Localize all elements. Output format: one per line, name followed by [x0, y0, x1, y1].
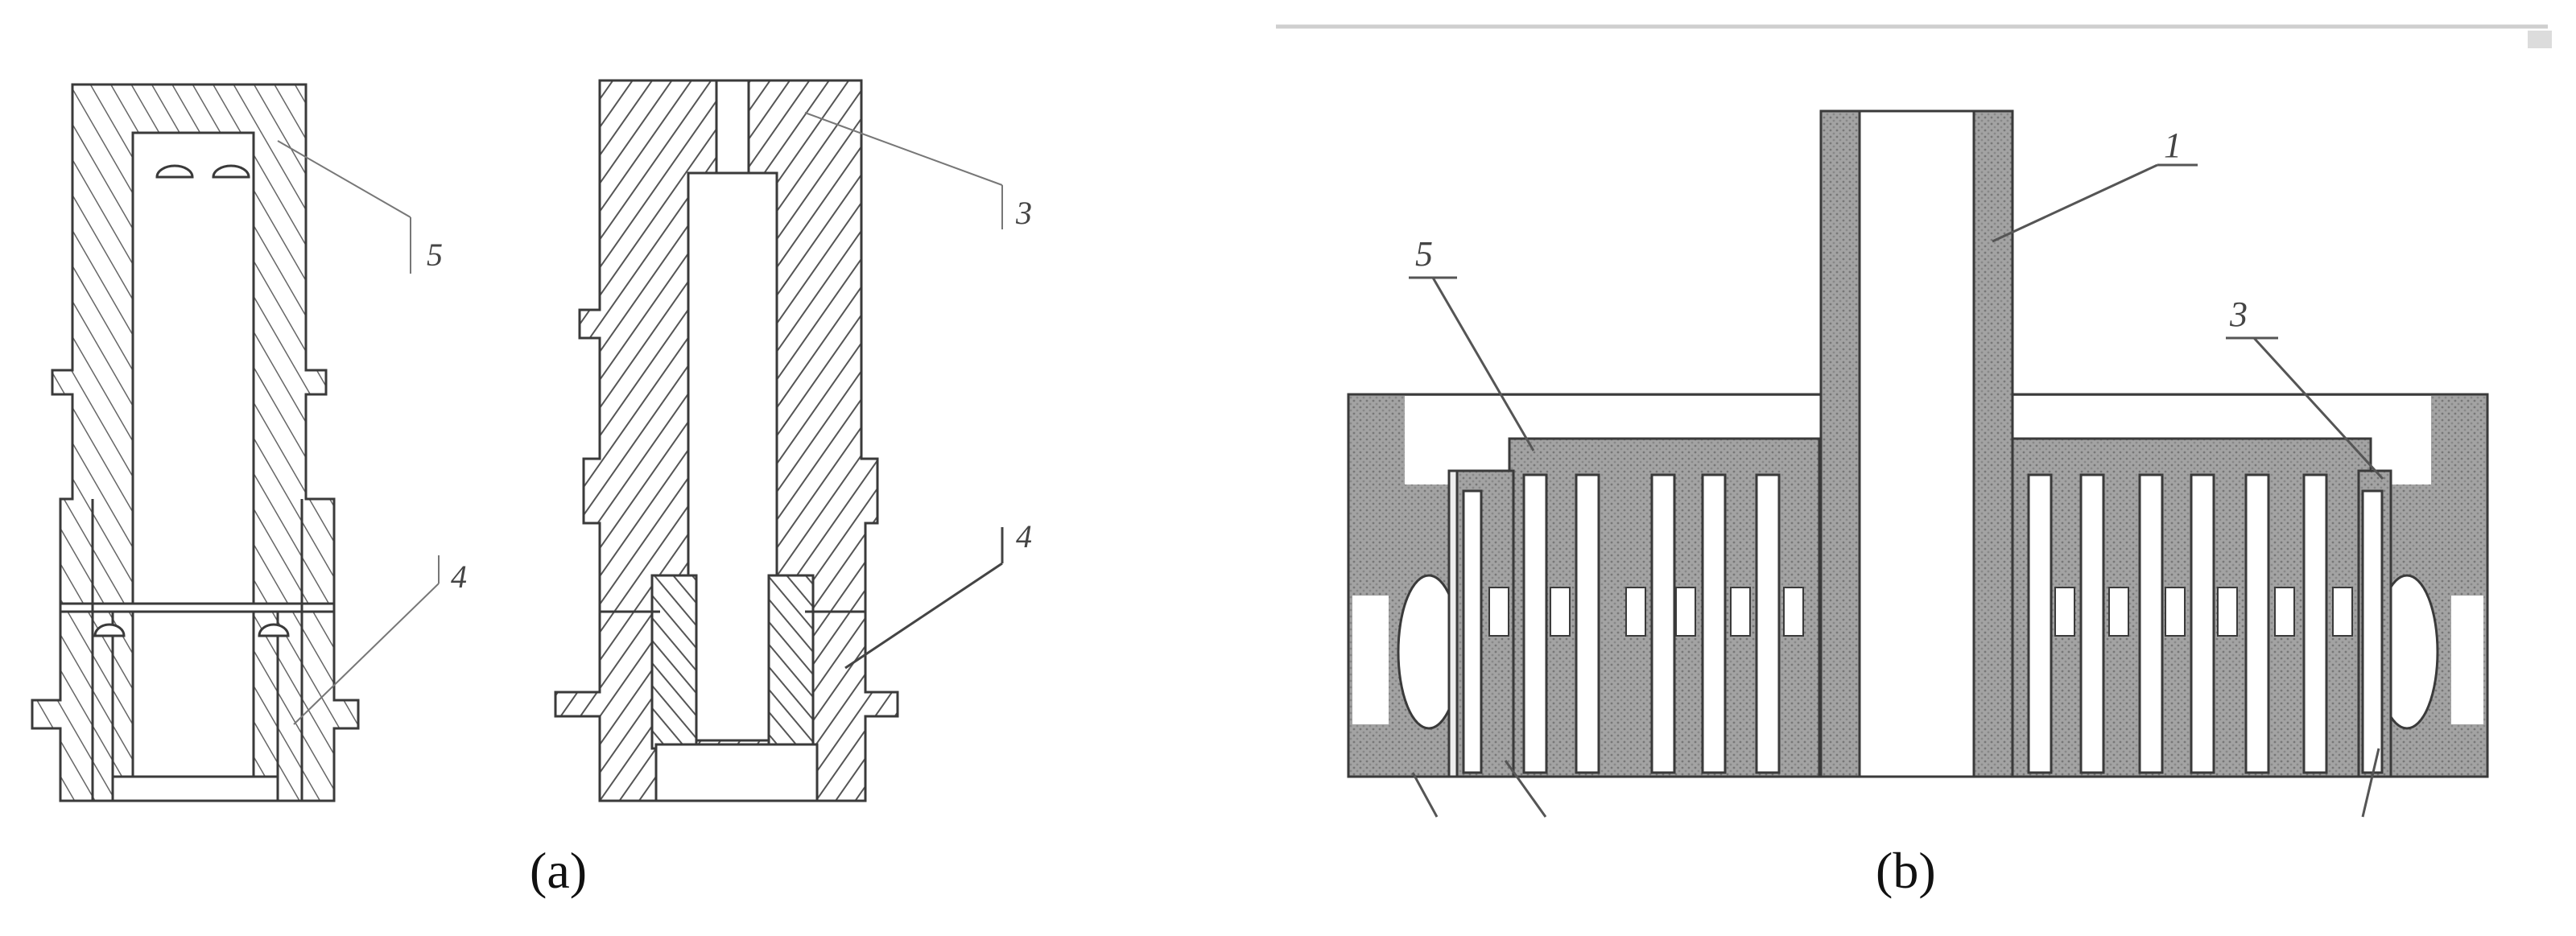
- panel-a-drawing: 5 4 3 4: [31, 79, 1032, 802]
- right-plunger-bank: [2011, 437, 2392, 778]
- caption-b: (b): [1876, 842, 1936, 899]
- part-a-right-cylinder: [554, 79, 899, 802]
- callout-b-5: [1409, 276, 1535, 452]
- callout-label-a-5: 5: [427, 237, 443, 273]
- left-plunger-bank: [1455, 437, 1821, 778]
- panel-b-corner-mark: [2528, 31, 2552, 48]
- callout-a-3: [804, 112, 1003, 229]
- callout-a-4b: [844, 527, 1004, 670]
- callout-a-5: [277, 140, 411, 274]
- callout-label-a-4: 4: [451, 559, 467, 595]
- callout-b-3: [2226, 336, 2384, 480]
- callout-label-b-3: 3: [2229, 295, 2248, 334]
- part-a-left-sleeve: [31, 83, 360, 802]
- right-plungers: [2027, 473, 2384, 774]
- central-shaft: [1819, 109, 2014, 778]
- callout-a-4: [293, 555, 440, 725]
- lower-leaders: [1411, 748, 2380, 818]
- callout-label-b-5: 5: [1415, 234, 1433, 274]
- panel-b-drawing: 1 5 3: [1276, 24, 2552, 818]
- caption-a: (a): [530, 842, 588, 899]
- left-plungers: [1462, 473, 1781, 774]
- callout-label-a-4b: 4: [1016, 518, 1032, 555]
- callout-b-1: [1992, 163, 2198, 243]
- callout-label-a-3: 3: [1015, 195, 1032, 231]
- callout-label-b-1: 1: [2164, 126, 2182, 165]
